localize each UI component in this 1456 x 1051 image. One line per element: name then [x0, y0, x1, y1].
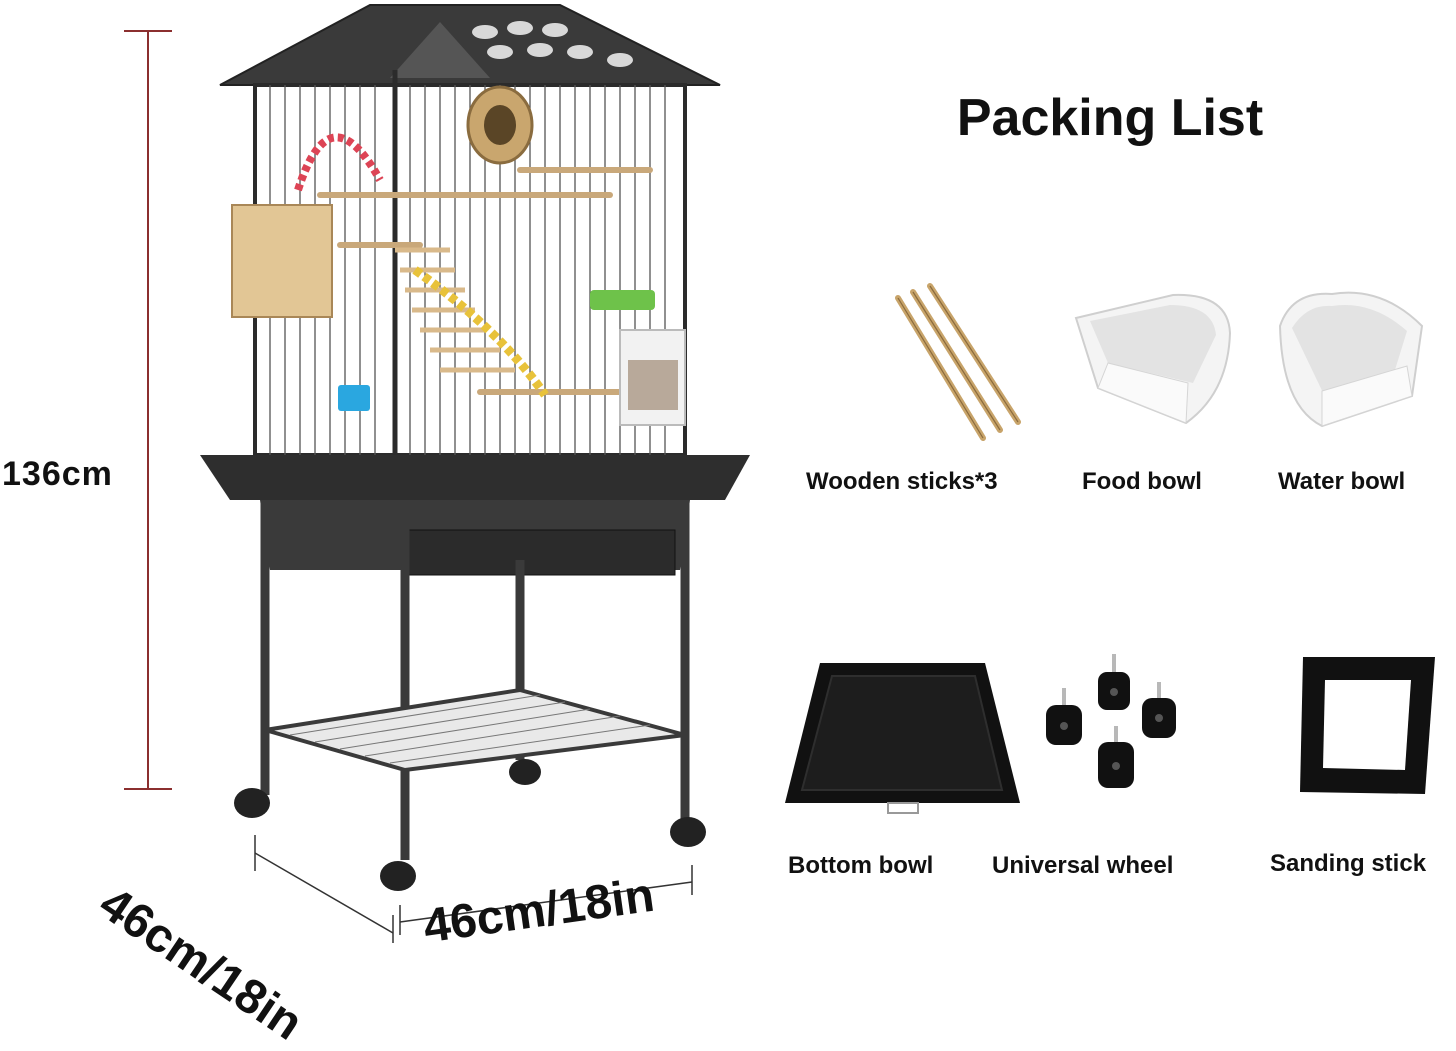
water-bowl-icon — [1278, 291, 1424, 428]
depth-dimension-line — [254, 835, 394, 943]
item-label-sanding-stick: Sanding stick — [1270, 850, 1427, 877]
item-label-bottom-bowl: Bottom bowl — [788, 852, 934, 879]
wooden-sticks-icon — [895, 283, 1021, 441]
bird-cage-image — [200, 4, 750, 891]
sanding-stick-icon — [1300, 657, 1435, 794]
item-label-food-bowl: Food bowl — [1082, 468, 1202, 495]
bottom-bowl-icon — [785, 663, 1020, 814]
width-dimension-line — [399, 865, 693, 935]
packing-list-title: Packing List — [956, 89, 1264, 147]
height-dimension-line — [124, 30, 172, 790]
food-bowl-icon — [1074, 293, 1232, 425]
height-label: 136cm — [2, 455, 113, 493]
item-label-water-bowl: Water bowl — [1278, 468, 1406, 495]
item-label-universal-wheel: Universal wheel — [992, 852, 1174, 879]
universal-wheel-icon — [1046, 654, 1176, 788]
item-label-wooden-sticks: Wooden sticks*3 — [806, 468, 998, 495]
